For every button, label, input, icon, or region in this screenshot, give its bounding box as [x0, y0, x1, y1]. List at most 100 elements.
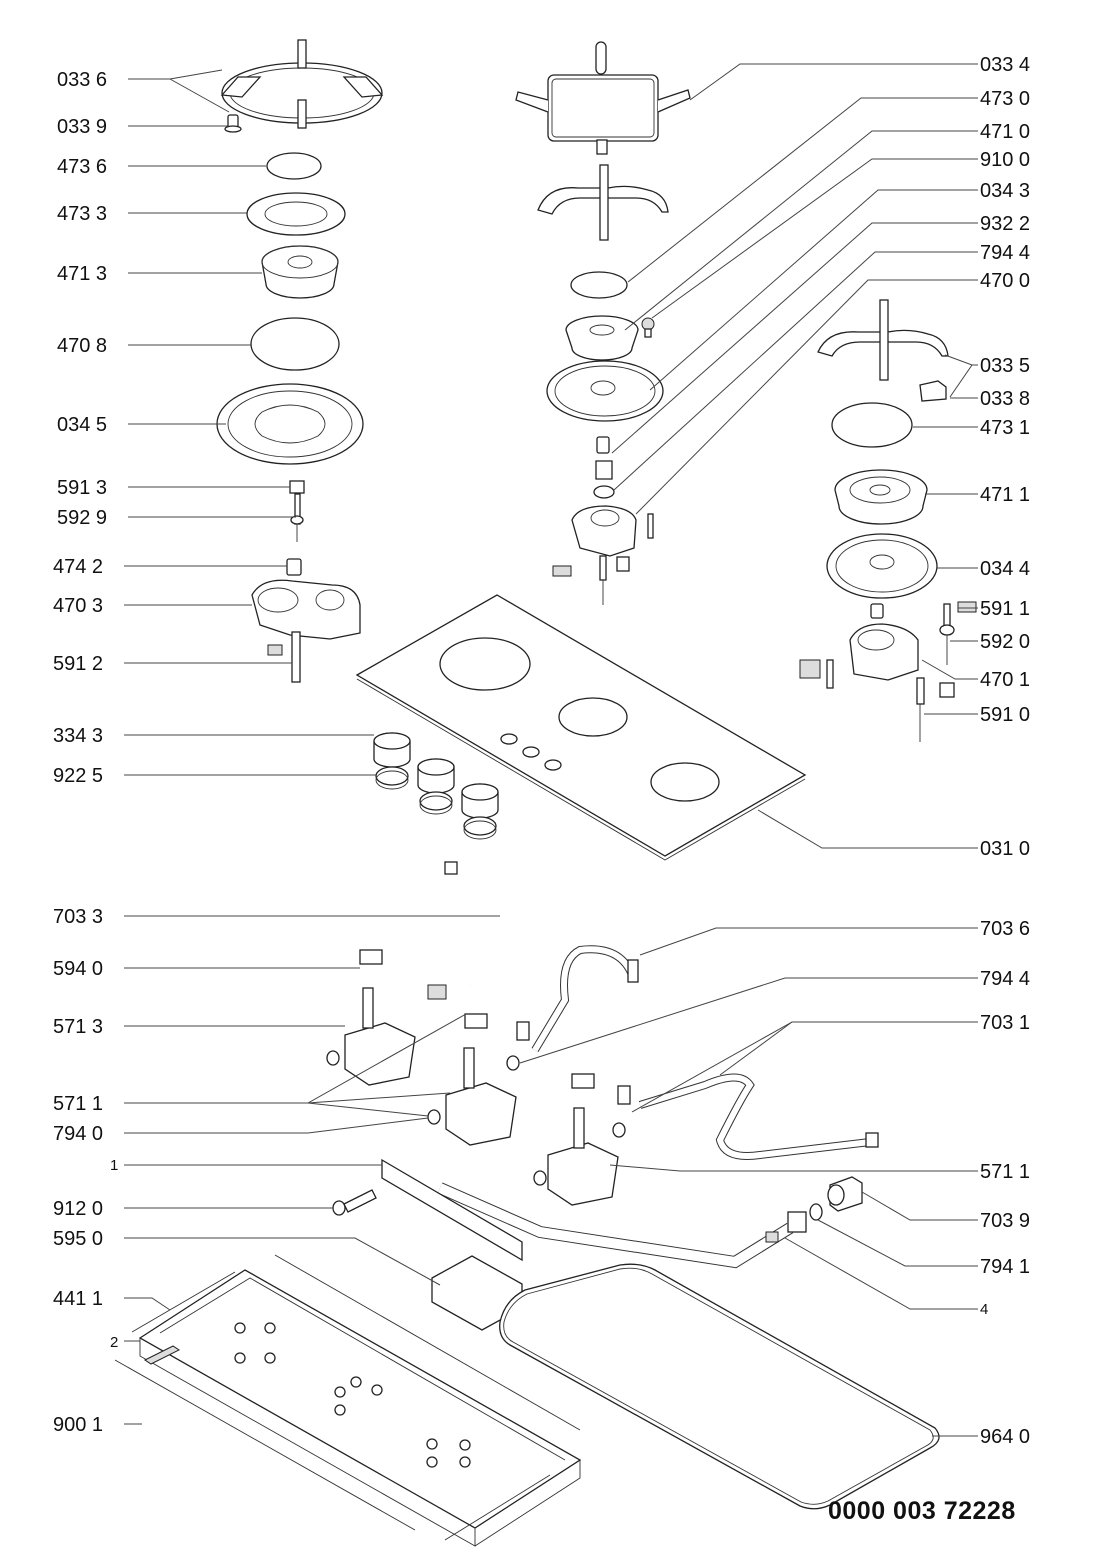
burner-cap-small-left: [266, 152, 322, 180]
gas-tube-center: [531, 945, 639, 1053]
part-label: 595 0: [53, 1228, 103, 1250]
burner-cap-right: [831, 402, 913, 448]
part-label: 594 0: [53, 958, 103, 980]
part-label: 471 1: [980, 484, 1030, 506]
part-label: 2: [110, 1334, 118, 1351]
part-label: 033 6: [57, 69, 107, 91]
part-label: 470 8: [57, 335, 107, 357]
part-label: 033 8: [980, 388, 1030, 410]
part-label: 334 3: [53, 725, 103, 747]
burner-cap-center: [570, 271, 628, 299]
part-label: 912 0: [53, 1198, 103, 1220]
part-labels-left: 033 6 033 9 473 6 473 3 471 3 470 8 034 …: [53, 69, 118, 1436]
part-label: 592 9: [57, 507, 107, 529]
knob-bezels: [375, 766, 497, 840]
burner-head-right: [834, 469, 928, 525]
part-label: 470 1: [980, 669, 1030, 691]
ignition-clips: [359, 949, 631, 1105]
part-label: 703 3: [53, 906, 103, 928]
electrode-right: [939, 601, 977, 665]
pan-support-foot-right: [919, 380, 947, 402]
leader-lines-left: [124, 69, 500, 1425]
burner-body-right: [799, 623, 919, 689]
part-label: 794 0: [53, 1123, 103, 1145]
burner-body-left: [251, 579, 361, 640]
pan-support-round: [220, 39, 384, 129]
burner-head-left: [261, 245, 339, 299]
part-label: 034 4: [980, 558, 1030, 580]
part-label: 4: [980, 1301, 988, 1318]
thermocouple-right: [916, 677, 955, 742]
screw-center: [641, 317, 655, 338]
sealing-ring: [809, 1203, 823, 1221]
part-label: 473 6: [57, 156, 107, 178]
injector-left: [286, 558, 302, 576]
part-label: 033 5: [980, 355, 1030, 377]
part-label: 471 3: [57, 263, 107, 285]
gasket-left: [250, 317, 340, 371]
part-label: 591 0: [980, 704, 1030, 726]
tray-holes: [234, 1322, 471, 1468]
part-label: 441 1: [53, 1288, 103, 1310]
seal-gasket-rectangular: [499, 1263, 940, 1510]
part-label: 473 3: [57, 203, 107, 225]
part-label: 470 3: [53, 595, 103, 617]
countersunk-screw: [332, 1189, 377, 1216]
part-label: 703 6: [980, 918, 1030, 940]
part-label: 591 2: [53, 653, 103, 675]
part-label: 033 9: [57, 116, 107, 138]
leader-lines-right: [519, 63, 978, 1437]
seal-center: [593, 460, 615, 499]
part-label: 034 5: [57, 414, 107, 436]
pan-support-cross-center: [537, 164, 669, 241]
part-label: 031 0: [980, 838, 1030, 860]
part-label: 592 0: [980, 631, 1030, 653]
main-gas-pipe: [437, 1182, 807, 1269]
part-label: 922 5: [53, 765, 103, 787]
thermocouple-left: [290, 493, 304, 542]
part-label: 591 3: [57, 477, 107, 499]
part-label: 473 1: [980, 417, 1030, 439]
control-knobs: [373, 732, 499, 819]
gas-tube-left: [427, 861, 535, 1000]
part-label: 571 1: [980, 1161, 1030, 1183]
flame-spreader-ring-left: [246, 192, 346, 236]
elbow-connector: [827, 1176, 863, 1212]
part-label: 900 1: [53, 1414, 103, 1436]
part-label: 474 2: [53, 556, 103, 578]
part-label: 1: [110, 1157, 118, 1174]
burner-base-plate-right: [826, 533, 938, 599]
burner-body-center: [571, 505, 637, 557]
part-label: 932 2: [980, 213, 1030, 235]
part-label: 571 1: [53, 1093, 103, 1115]
document-number: 0000 003 72228: [828, 1497, 1016, 1525]
part-label: 591 1: [980, 598, 1030, 620]
rail-bracket: [381, 1158, 523, 1262]
pan-support-cross-right: [817, 299, 949, 381]
clamp-bracket: [144, 1345, 180, 1365]
part-label: 033 4: [980, 54, 1030, 76]
burner-base-plate-left: [216, 383, 364, 465]
part-label: 571 3: [53, 1016, 103, 1038]
pan-support-rectangular: [515, 41, 691, 155]
tray-mounting-rails: [114, 1254, 581, 1541]
thermocouple-center: [552, 513, 654, 605]
burner-base-plate-center: [546, 360, 664, 422]
gas-valves: [326, 987, 626, 1206]
part-label: 473 0: [980, 88, 1030, 110]
injector-center: [596, 436, 610, 454]
part-label: 910 0: [980, 149, 1030, 171]
part-label: 703 9: [980, 1210, 1030, 1232]
part-label: 470 0: [980, 270, 1030, 292]
part-label: 964 0: [980, 1426, 1030, 1448]
hob-top-plate: [355, 594, 807, 861]
gas-tube-right: [638, 1073, 879, 1160]
injector-right: [870, 603, 884, 619]
part-label: 794 4: [980, 242, 1030, 264]
thermocouple-tube-left: [267, 631, 301, 683]
part-label: 471 0: [980, 121, 1030, 143]
part-label: 794 1: [980, 1256, 1030, 1278]
part-label: 034 3: [980, 180, 1030, 202]
part-label: 703 1: [980, 1012, 1030, 1034]
